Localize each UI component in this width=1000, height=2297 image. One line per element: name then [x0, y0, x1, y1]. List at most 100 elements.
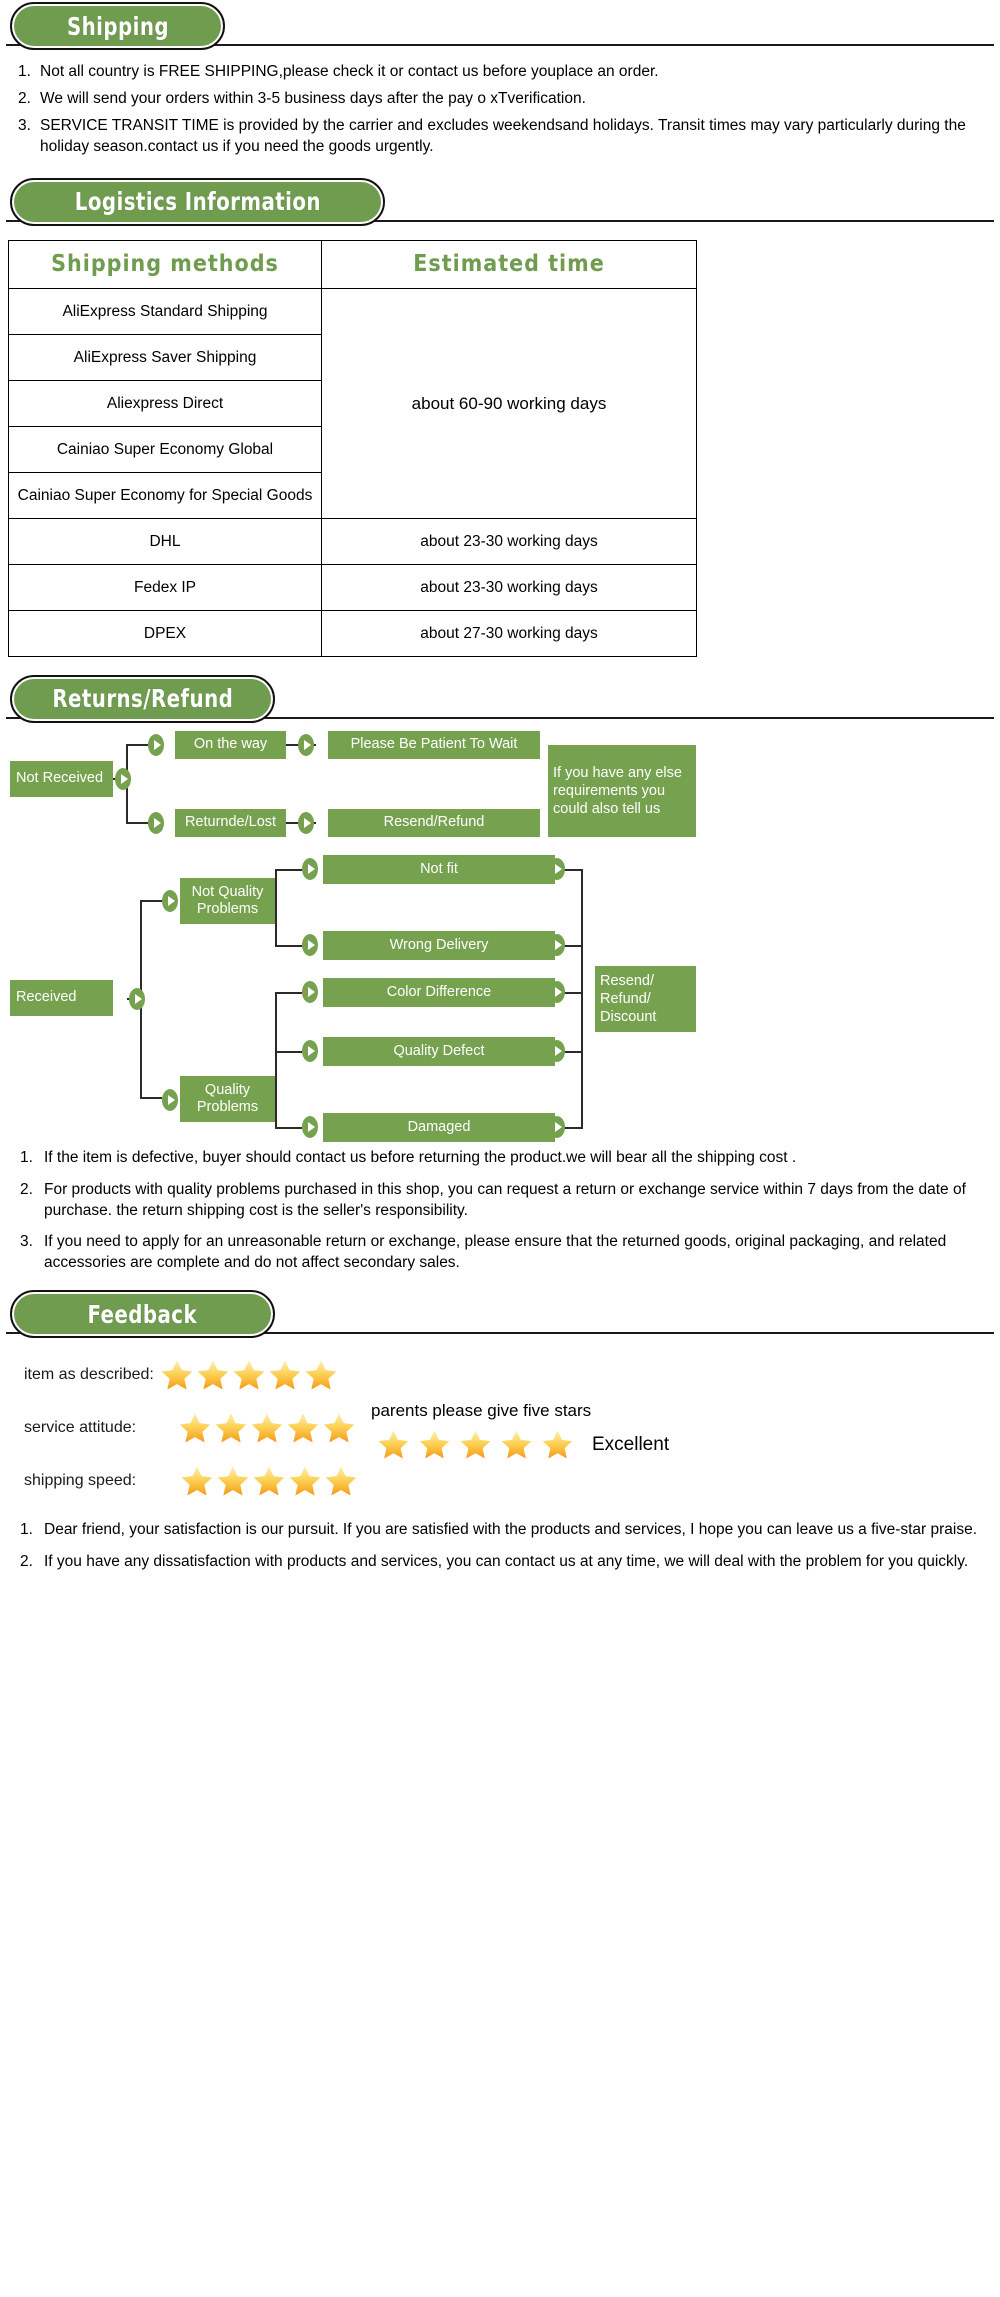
star-icon [250, 1411, 284, 1445]
cell-time-grouped: about 60-90 working days [321, 287, 697, 519]
connector-horizontal [126, 743, 148, 746]
rating-row-shipping-speed: shipping speed: [24, 1464, 360, 1498]
star-icon [178, 1411, 212, 1445]
star-rating [160, 1358, 340, 1392]
arrow-icon [302, 980, 318, 1003]
star-icon [216, 1464, 250, 1498]
table-row: Cainiao Super Economy for Special Goods [8, 471, 697, 519]
connector-horizontal [556, 944, 582, 947]
connector-horizontal [275, 868, 302, 871]
shipping-list: Not all country is FREE SHIPPING,please … [6, 62, 994, 158]
rating-label: shipping speed: [24, 1472, 137, 1490]
returns-title: Returns/Refund [52, 684, 233, 714]
list-item: If you need to apply for an unreasonable… [20, 1232, 947, 1272]
flowchart-received: Received Not Quality Problems Quality Pr… [8, 854, 698, 1144]
flow-box-on-the-way: On the way [175, 730, 286, 759]
flow-box-not-fit: Not fit [323, 854, 555, 884]
arrow-icon [549, 980, 565, 1003]
header-rule [6, 1332, 994, 1335]
star-icon [500, 1428, 533, 1461]
connector-horizontal [556, 868, 582, 871]
list-item: SERVICE TRANSIT TIME is provided by the … [18, 116, 966, 155]
header-rule [6, 716, 994, 719]
flow-box-received: Received [10, 979, 113, 1016]
column-header-estimated-time: Estimated time [321, 239, 697, 289]
logistics-title: Logistics Information [74, 187, 321, 217]
star-icon [322, 1411, 356, 1445]
shipping-title-pill: Shipping [10, 2, 225, 50]
feedback-title: Feedback [87, 1299, 198, 1329]
feedback-note-rating: Excellent [371, 1428, 669, 1461]
connector-horizontal [275, 1050, 302, 1053]
star-icon [214, 1411, 248, 1445]
feedback-list: Dear friend, your satisfaction is our pu… [6, 1520, 994, 1573]
star-icon [541, 1428, 574, 1461]
arrow-icon [162, 889, 178, 912]
flow-box-resend-refund-discount: Resend/ Refund/ Discount [595, 965, 696, 1032]
list-item: If the item is defective, buyer should c… [20, 1148, 797, 1169]
arrow-icon [549, 933, 565, 956]
arrow-icon [302, 857, 318, 880]
connector-horizontal [556, 991, 582, 994]
flow-box-resend-refund: Resend/Refund [328, 808, 540, 837]
star-icon [196, 1358, 230, 1392]
cell-method: Aliexpress Direct [8, 379, 322, 427]
star-icon [418, 1428, 451, 1461]
header-rule [6, 219, 994, 222]
connector-horizontal [556, 1126, 582, 1129]
cell-time: about 23-30 working days [321, 563, 697, 611]
section-header-feedback: Feedback [6, 1288, 994, 1339]
flow-box-quality-problems: Quality Problems [180, 1075, 275, 1122]
star-icon [377, 1428, 410, 1461]
star-icon [324, 1464, 358, 1498]
arrow-icon [115, 767, 131, 790]
star-rating [377, 1428, 582, 1461]
star-rating [180, 1464, 360, 1498]
table-row: Aliexpress Direct [8, 379, 697, 427]
arrow-icon [162, 1088, 178, 1111]
connector-horizontal [275, 944, 302, 947]
flow-box-color-difference: Color Difference [323, 977, 555, 1007]
feedback-rating-label: Excellent [592, 1433, 670, 1455]
connector-horizontal [275, 1126, 302, 1129]
arrow-icon [298, 811, 314, 834]
connector-horizontal [140, 899, 162, 902]
list-item: If you have any dissatisfaction with pro… [20, 1552, 969, 1573]
connector-horizontal [140, 1096, 162, 1099]
section-header-shipping: Shipping [6, 0, 994, 50]
returns-policy-list: If the item is defective, buyer should c… [6, 1148, 994, 1275]
star-icon [268, 1358, 302, 1392]
star-rating [178, 1411, 358, 1445]
arrow-icon [298, 733, 314, 756]
flow-box-not-quality-problems: Not Quality Problems [180, 877, 275, 924]
rating-label: service attitude: [24, 1419, 137, 1437]
flow-box-returned-lost: Returnde/Lost [175, 808, 286, 837]
list-item: Dear friend, your satisfaction is our pu… [20, 1520, 978, 1541]
feedback-ratings-area: item as described: service attitude: shi… [6, 1348, 994, 1520]
arrow-icon [549, 857, 565, 880]
list-item: For products with quality problems purch… [20, 1180, 966, 1219]
flow-box-not-received: Not Received [10, 760, 113, 797]
star-icon [304, 1358, 338, 1392]
table-header-row: Shipping methods Estimated time [8, 239, 697, 289]
connector-vertical [581, 868, 583, 1129]
cell-method: DHL [8, 517, 322, 565]
feedback-title-pill: Feedback [10, 1290, 275, 1339]
flow-box-please-wait: Please Be Patient To Wait [328, 730, 540, 759]
returns-title-pill: Returns/Refund [10, 674, 275, 723]
table-row: AliExpress Saver Shipping [8, 333, 697, 381]
star-icon [288, 1464, 322, 1498]
cell-method: Cainiao Super Economy for Special Goods [8, 471, 322, 519]
cell-method: AliExpress Standard Shipping [8, 287, 322, 335]
logistics-table: Shipping methods Estimated time AliExpre… [8, 239, 697, 657]
table-row: Fedex IP about 23-30 working days [8, 563, 697, 611]
star-icon [160, 1358, 194, 1392]
rating-row-item-as-described: item as described: [24, 1358, 340, 1392]
table-row: DPEX about 27-30 working days [8, 609, 697, 657]
list-item: We will send your orders within 3-5 busi… [18, 89, 586, 110]
flowchart-not-received: Not Received On the way Please Be Patien… [8, 730, 698, 851]
arrow-icon [302, 1115, 318, 1138]
arrow-icon [129, 987, 145, 1010]
flow-box-damaged: Damaged [323, 1112, 555, 1142]
connector-horizontal [556, 1050, 582, 1053]
